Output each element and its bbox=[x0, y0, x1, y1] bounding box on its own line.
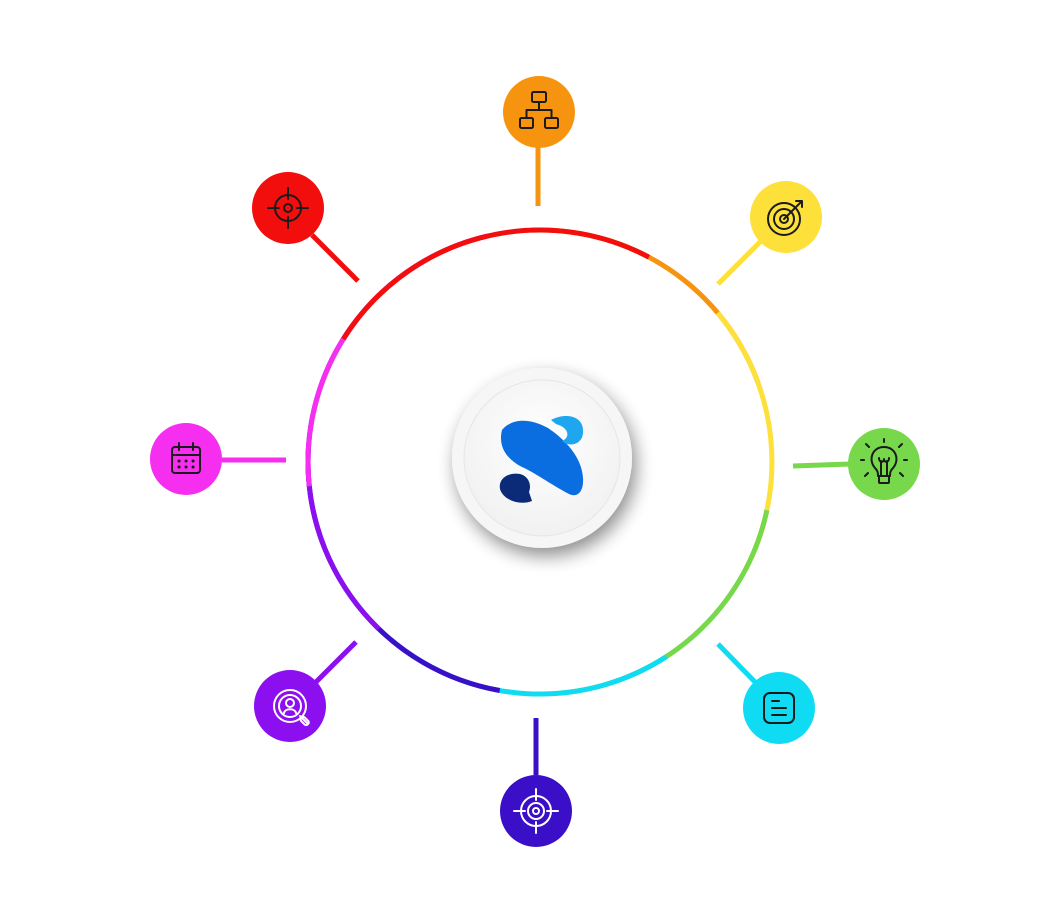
crosshair-icon bbox=[267, 187, 309, 229]
node-circle bbox=[150, 423, 222, 495]
node-calendar bbox=[150, 423, 222, 495]
node-lightbulb bbox=[848, 428, 920, 500]
document-icon bbox=[763, 692, 795, 724]
node-document bbox=[743, 672, 815, 744]
node-circle bbox=[848, 428, 920, 500]
node-circle bbox=[503, 76, 575, 148]
target-arrow-icon bbox=[767, 200, 803, 236]
connector-target-arrow bbox=[716, 238, 764, 286]
node-search-target bbox=[254, 670, 326, 742]
lightbulb-icon bbox=[860, 438, 908, 484]
connector-crosshair bbox=[310, 233, 360, 283]
connector-search-target bbox=[314, 640, 358, 684]
node-crosshair bbox=[252, 172, 324, 244]
node-target-arrow bbox=[750, 181, 822, 253]
node-circle bbox=[252, 172, 324, 244]
connector-document bbox=[716, 642, 757, 684]
center-logo bbox=[499, 416, 584, 503]
search-target-icon bbox=[273, 689, 310, 727]
center-hub bbox=[452, 368, 632, 548]
ring-segment-crosshair bbox=[341, 227, 651, 341]
crosshair-gear-icon bbox=[513, 788, 559, 834]
node-crosshair-gear bbox=[500, 775, 572, 847]
connector-lightbulb bbox=[792, 461, 851, 469]
node-hierarchy bbox=[503, 76, 575, 148]
ring-segment-target-arrow bbox=[715, 311, 775, 573]
node-circle bbox=[500, 775, 572, 847]
ring-segment-search-target bbox=[305, 317, 381, 631]
calendar-icon bbox=[171, 442, 201, 474]
hierarchy-icon bbox=[519, 91, 559, 129]
